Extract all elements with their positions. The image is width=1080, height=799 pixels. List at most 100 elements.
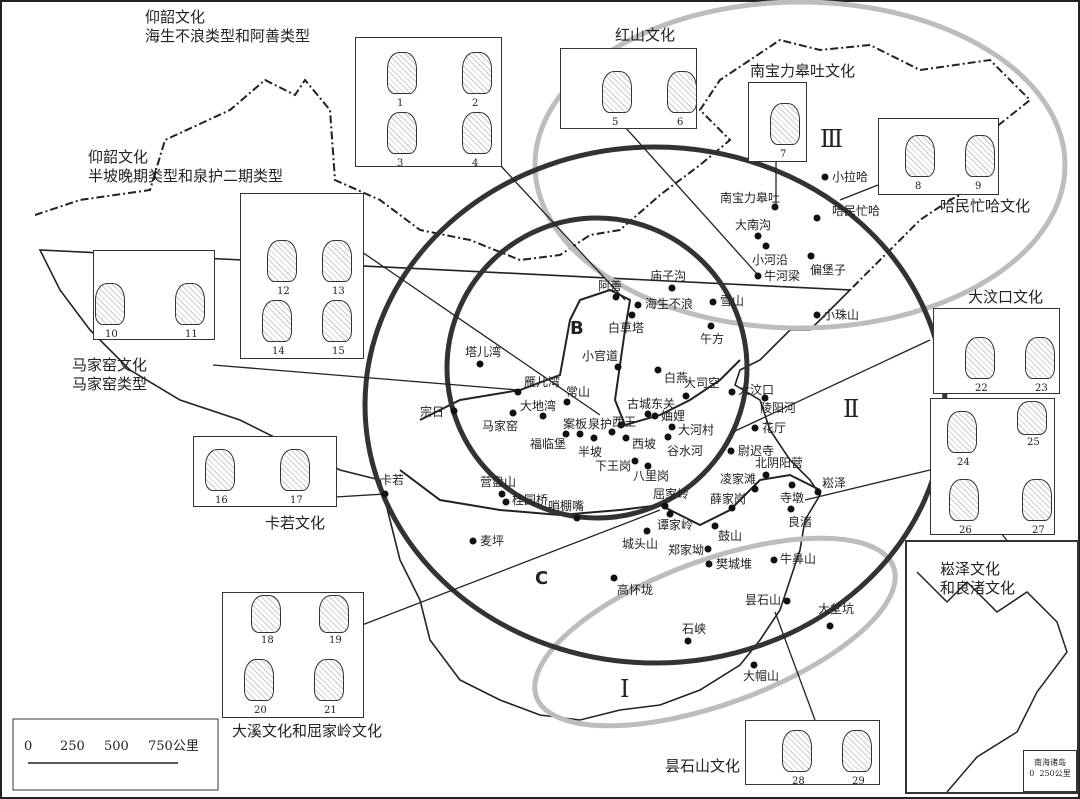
- pottery-number: 15: [332, 346, 345, 357]
- site-dot: [644, 410, 652, 418]
- site-label: 尉迟寺: [738, 444, 775, 458]
- pottery-number: 3: [397, 158, 404, 169]
- culture-label-line: 昙石山文化: [665, 757, 741, 775]
- culture-label-majiayao: 马家窑文化马家窑类型: [72, 356, 147, 394]
- culture-label-yangshao-banpo: 仰韶文化半坡晚期类型和泉护二期类型: [88, 148, 283, 186]
- scale-box: [12, 718, 219, 791]
- site-label: 雪山: [720, 294, 745, 308]
- site-dot: [576, 430, 584, 438]
- culture-label-line: 和良渚文化: [940, 579, 1016, 597]
- pottery-number: 2: [472, 98, 479, 109]
- inset-scale: 0 250公里: [1029, 769, 1071, 778]
- site-dot: [711, 522, 719, 530]
- site-dot: [563, 398, 571, 406]
- pottery-vessel-drawing: [947, 411, 977, 453]
- culture-label-line: 半坡晚期类型和泉护二期类型: [88, 167, 284, 185]
- country-border: [34, 38, 1032, 291]
- site-label: 崧泽: [822, 476, 847, 490]
- pottery-number: 4: [472, 158, 479, 169]
- site-label: 良渚: [788, 515, 813, 529]
- site-dot: [754, 232, 762, 240]
- pottery-vessel-drawing: [314, 659, 344, 701]
- site-label: 大帽山: [743, 669, 780, 683]
- site-label: 牛鼻山: [780, 552, 817, 566]
- site-dot: [643, 527, 651, 535]
- site-label: 屈家岭: [653, 487, 690, 501]
- scale-tick-750: 750公里: [148, 739, 199, 754]
- site-label: 偏堡子: [810, 263, 847, 277]
- pottery-vessel-drawing: [387, 52, 417, 94]
- culture-label-hamin: 哈民忙哈文化: [940, 197, 1030, 216]
- site-dot: [562, 430, 570, 438]
- site-label: 寺墩: [780, 491, 805, 505]
- site-label: 马家窑: [482, 419, 519, 433]
- pottery-vessel-drawing: [782, 730, 812, 772]
- site-label: 下王岗: [595, 459, 632, 473]
- site-dot: [614, 363, 622, 371]
- site-dot: [509, 409, 517, 417]
- culture-label-line: 卡若文化: [265, 514, 326, 532]
- site-dot: [704, 545, 712, 553]
- site-label: 牛河梁: [764, 269, 801, 283]
- scale-legend: 0 250 500 750公里: [12, 718, 218, 790]
- site-label: 西王: [612, 415, 637, 429]
- pottery-vessel-drawing: [770, 103, 800, 145]
- site-dot: [727, 447, 735, 455]
- site-dot: [450, 407, 458, 415]
- pottery-number: 18: [261, 635, 274, 646]
- site-dot: [469, 537, 477, 545]
- culture-label-nanbao: 南宝力皋吐文化: [750, 62, 855, 81]
- site-dot: [762, 471, 770, 479]
- pottery-illustration-box: 1 2 3 4: [355, 37, 502, 169]
- site-dot: [590, 434, 598, 442]
- pottery-number: 16: [215, 495, 228, 506]
- site-label: 营盘山: [480, 475, 517, 489]
- inset-legend: 南海诸岛 0 250公里: [1023, 750, 1077, 792]
- site-dot: [787, 505, 795, 513]
- site-dot: [821, 173, 829, 181]
- site-label: 薛家岗: [710, 492, 747, 506]
- site-dot: [761, 394, 769, 402]
- culture-label-line: 仰韶文化: [88, 148, 149, 166]
- inner-circle: [444, 215, 750, 521]
- culture-label-line: 马家窑文化: [72, 356, 148, 374]
- pottery-number: 24: [957, 457, 970, 468]
- site-label: 北阴阳营: [755, 456, 804, 470]
- south-china-sea-inset: 南海诸岛 0 250公里: [905, 540, 1079, 794]
- culture-label-karuo: 卡若文化: [265, 514, 325, 533]
- site-dot: [502, 498, 510, 506]
- site-label: 庙子沟: [650, 269, 687, 283]
- site-label: 哈民忙哈: [832, 204, 881, 218]
- pottery-vessel-drawing: [244, 659, 274, 701]
- culture-label-songze: 崧泽文化和良渚文化: [940, 560, 1015, 598]
- site-label: 哨棚嘴: [548, 499, 585, 513]
- site-dot: [631, 457, 639, 465]
- site-dot: [514, 388, 522, 396]
- site-label: 城头山: [622, 537, 659, 551]
- site-dot: [684, 637, 692, 645]
- pottery-vessel-drawing: [1017, 401, 1047, 435]
- site-label: 小官道: [582, 349, 619, 363]
- site-dot: [783, 597, 791, 605]
- site-dot: [539, 412, 547, 420]
- pottery-number: 20: [254, 705, 267, 716]
- site-label: 大坌坑: [818, 602, 855, 616]
- pottery-number: 1: [397, 98, 404, 109]
- site-dot: [381, 490, 389, 498]
- site-dot: [728, 388, 736, 396]
- pottery-vessel-drawing: [965, 135, 995, 177]
- site-label: 白草塔: [608, 321, 645, 335]
- site-dot: [807, 252, 815, 260]
- zone-letter: C: [535, 568, 549, 589]
- pottery-vessel-drawing: [905, 135, 935, 177]
- site-label: 花厅: [762, 421, 787, 435]
- site-dot: [750, 661, 758, 669]
- site-dot: [644, 462, 652, 470]
- pottery-number: 19: [329, 635, 342, 646]
- pottery-vessel-drawing: [251, 595, 281, 633]
- culture-label-yangshao-hai: 仰韶文化海生不浪类型和阿善类型: [145, 8, 310, 46]
